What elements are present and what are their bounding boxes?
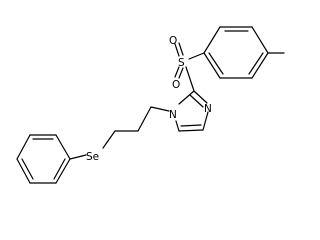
atom-labels: O S O N N Se <box>86 35 212 163</box>
oxygen-label-top: O <box>169 35 177 47</box>
bond <box>208 52 224 75</box>
bond <box>174 43 180 57</box>
bond <box>16 158 31 184</box>
nitrogen-label-n1: N <box>169 109 177 121</box>
bond <box>203 52 221 79</box>
bond <box>193 90 208 104</box>
bond <box>55 134 71 160</box>
bond <box>251 52 269 79</box>
bond <box>248 52 264 75</box>
bond <box>102 130 116 149</box>
bond <box>251 26 269 54</box>
bond <box>55 158 71 184</box>
bond <box>178 90 195 105</box>
bond <box>180 124 202 127</box>
bond <box>202 111 209 131</box>
selenium-label: Se <box>86 151 99 163</box>
bond <box>178 67 184 79</box>
bond <box>137 106 152 132</box>
bond-lines <box>16 26 285 184</box>
bond <box>53 158 66 180</box>
bond <box>178 42 184 56</box>
nitrogen-label-n3: N <box>204 103 212 115</box>
bond <box>185 66 195 92</box>
chemical-structure: O S O N N Se <box>16 26 285 184</box>
bond <box>189 94 204 108</box>
oxygen-label-bottom: O <box>172 79 180 91</box>
bond <box>188 52 205 60</box>
bond <box>175 120 180 132</box>
bond <box>203 26 221 54</box>
bond <box>21 158 34 180</box>
bond <box>16 134 31 160</box>
bond <box>150 106 170 112</box>
bond <box>178 129 204 132</box>
bond <box>69 154 87 160</box>
bond <box>174 66 180 78</box>
sulfur-label: S <box>178 57 185 69</box>
